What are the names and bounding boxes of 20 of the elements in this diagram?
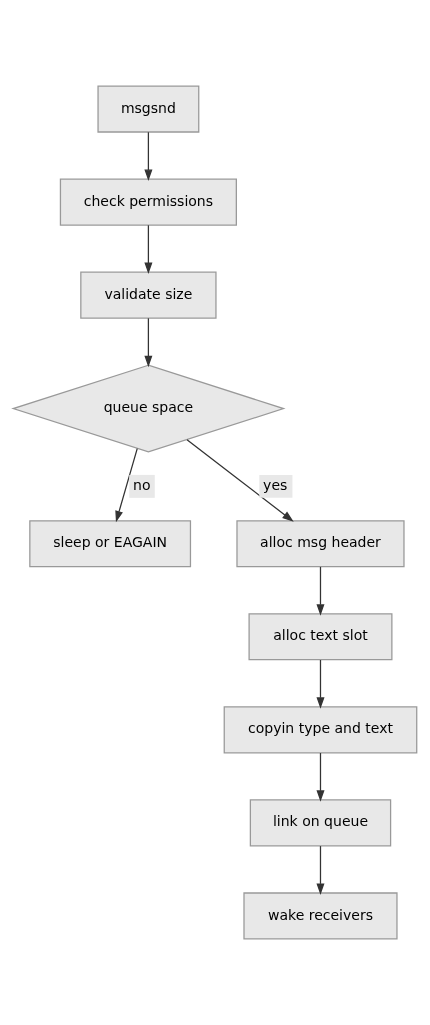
node-box: alloc msg header [236,520,405,568]
node-box: check permissions [59,178,237,226]
edge-label: yes [263,476,288,493]
arrow [144,317,153,368]
node-box: alloc text slot [248,613,393,661]
arrow [144,131,153,182]
node-box: validate size [80,271,217,319]
arrow [144,224,153,275]
node-box: msgsnd [97,85,200,133]
node-box: sleep or EAGAIN [29,520,192,568]
arrow [316,659,325,709]
arrow [115,447,138,523]
arrow [316,845,325,895]
node-box: link on queue [249,799,392,847]
node-box: copyin type and text [223,706,418,754]
edge-label: no [133,476,151,493]
node-diamond: queue space [11,364,286,453]
node-box: wake receivers [243,892,398,940]
arrow [316,752,325,802]
arrow [316,566,325,616]
